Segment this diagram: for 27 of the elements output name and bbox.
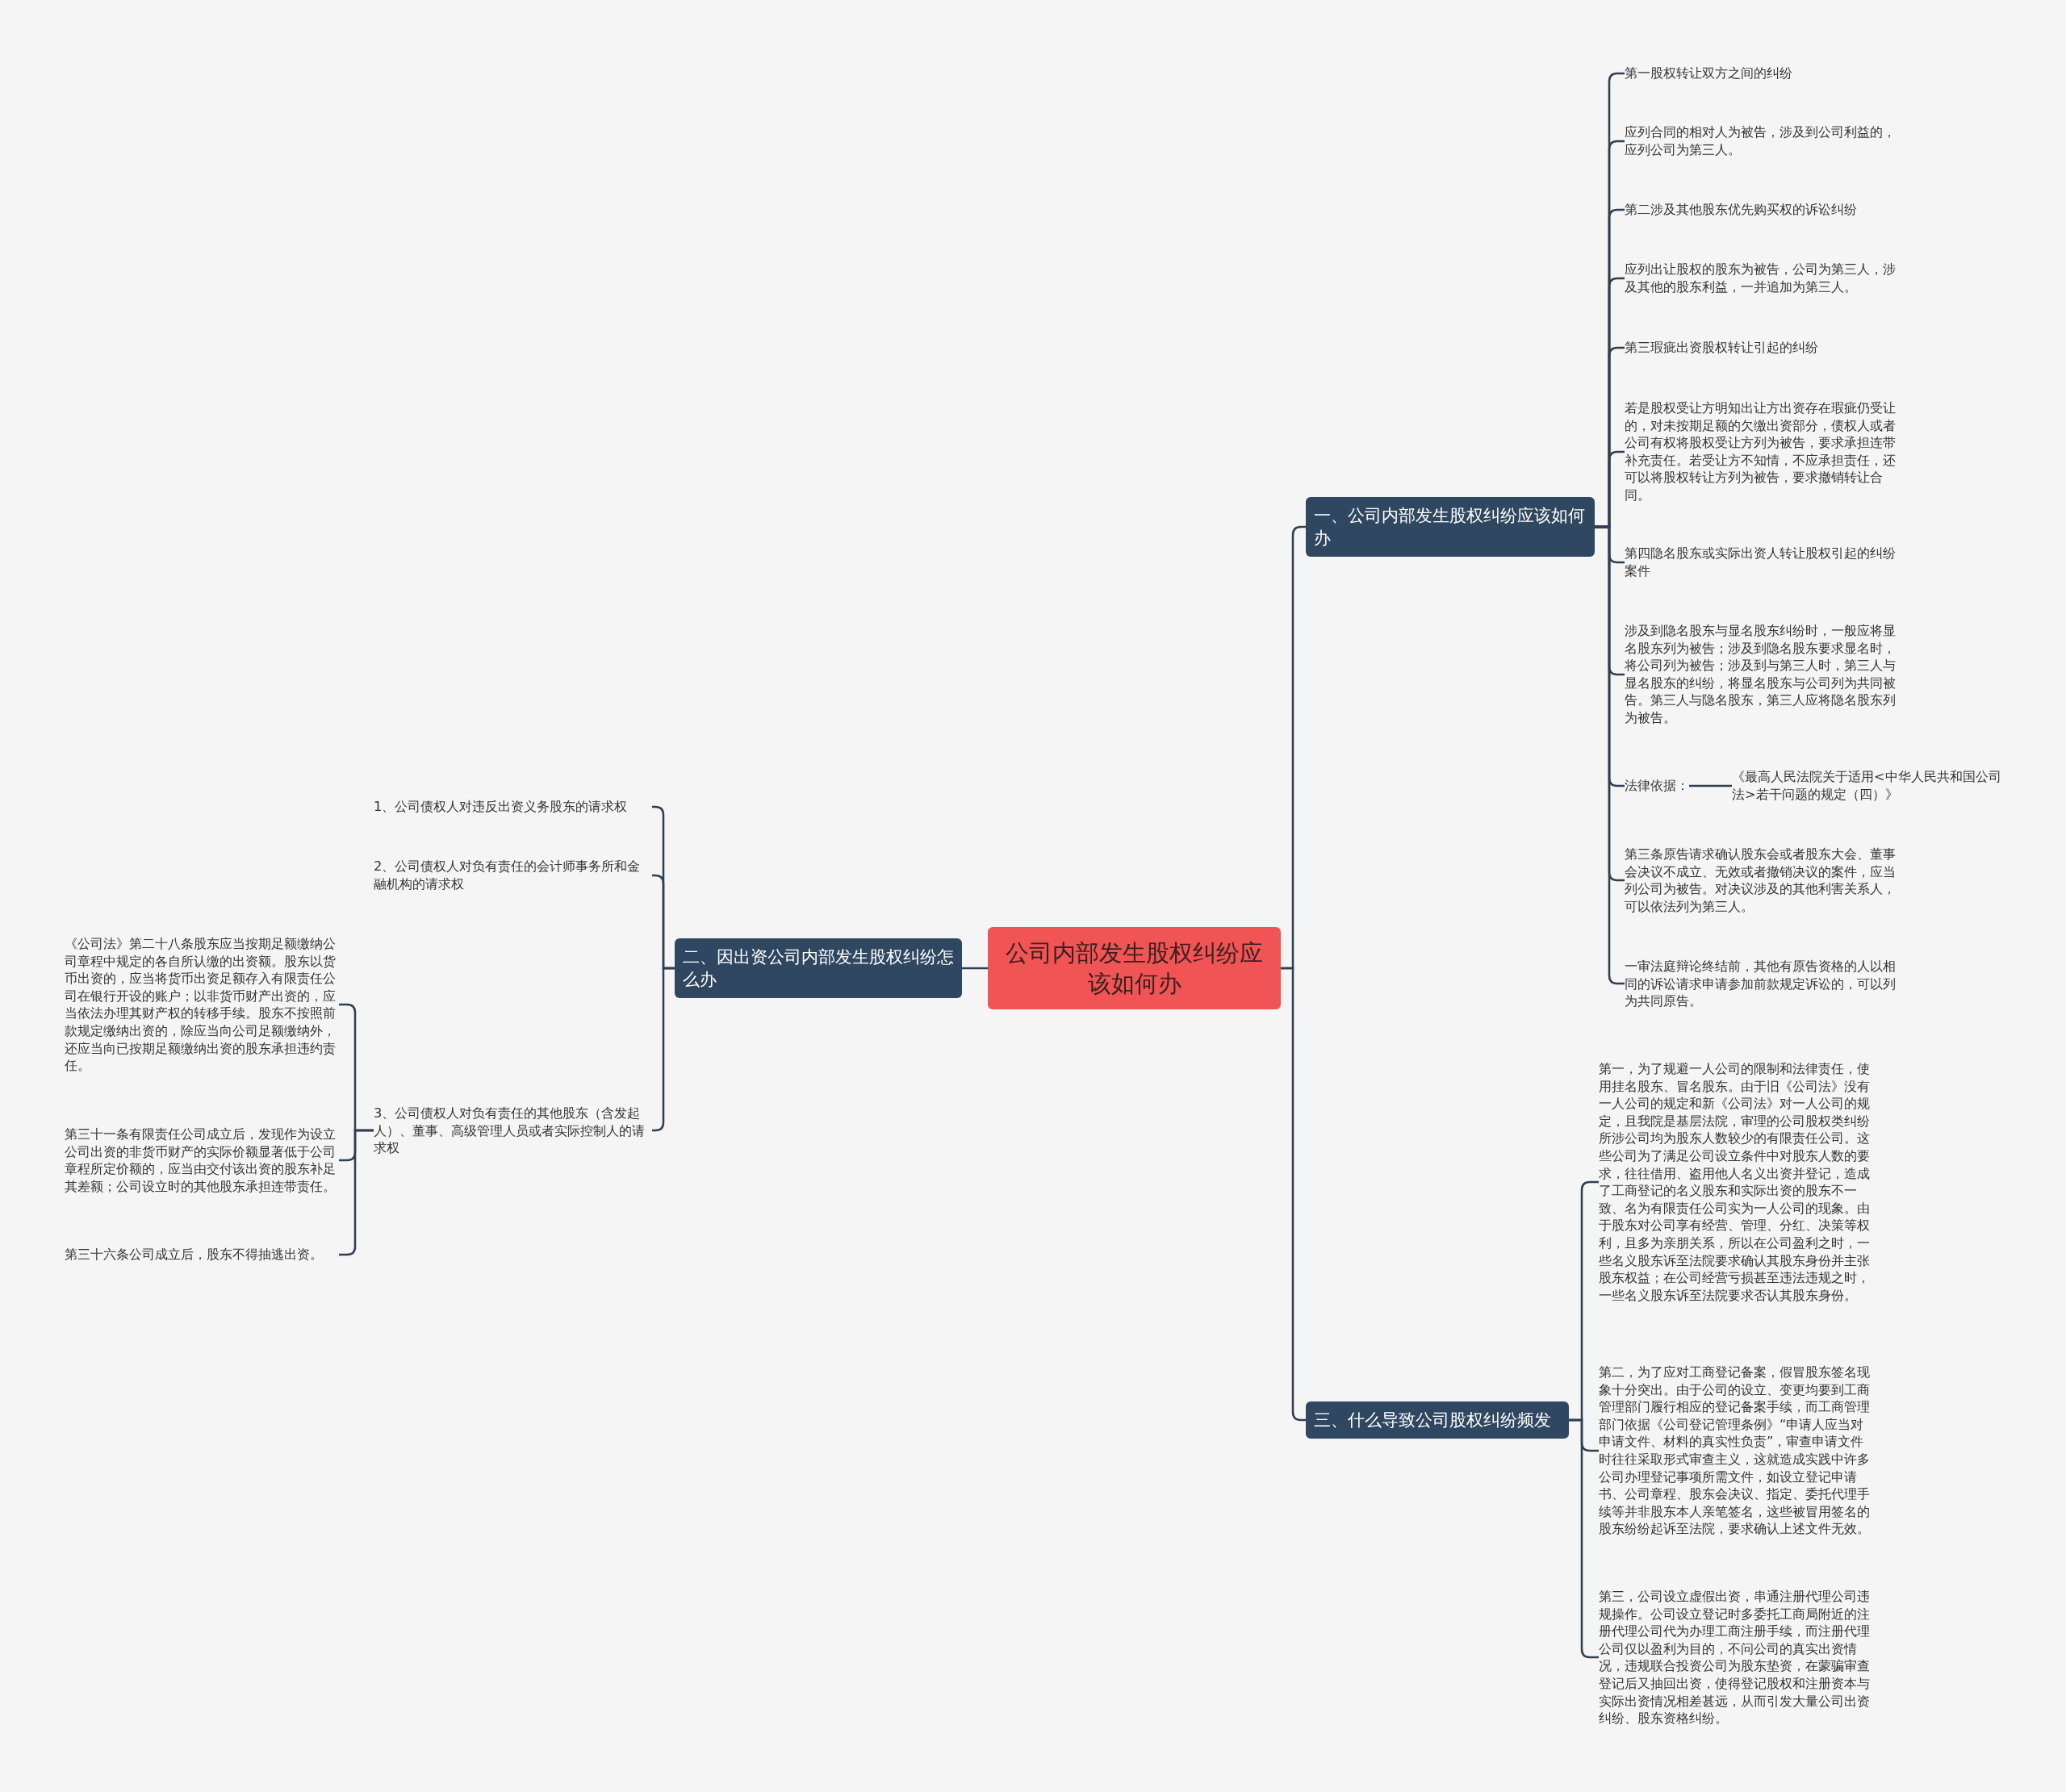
- topic-text: 第三十一条有限责任公司成立后，发现作为设立公司出资的非货币财产的实际价额显著低于公司章程所定价额的，应当由交付该出资的股东补足其差额；公司设立时的其他股东承担连带责任。: [65, 1123, 339, 1197]
- topic-text: 若是股权受让方明知出让方出资存在瑕疵仍受让的，对未按期足额的欠缴出资部分，债权人或者公司有权将股权受让方列为被告，要求承担连带补充责任。若受让方不知情，不应承担责任，还可以将股权转让方列为被告，要求撤销转让合同。: [1625, 398, 1903, 506]
- connector-line: [1689, 784, 1732, 787]
- topic-text: 第一，为了规避一人公司的限制和法律责任，使用挂名股东、冒名股东。由于旧《公司法》没有一人公司的规定和新《公司法》对一人公司的规定，且我院是基层法院，审理的公司股权类纠纷所涉公司均为股东人数较少的有限责任公司。这些公司为了满足公司设立条件中对股东人数的要求，往往借用、盗用他人名义出资并登记，造成了工商登记的名义股东和实际出资的股东不一致、名为有限责任公司实为一人公司的现象。由于股东对公司享有经营、管理、分红、决策等权利，且多为亲朋关系，所以在公司盈利之时，一些名义股东诉至法院要求确认其股东身份并主张股东权益；在公司经营亏损甚至违法违规之时，一些名义股东诉至法院要求否认其股东身份。: [1599, 1058, 1875, 1306]
- topic-text: 应列合同的相对人为被告，涉及到公司利益的，应列公司为第三人。: [1625, 122, 1903, 161]
- topic-text: 第三，公司设立虚假出资，串通注册代理公司违规操作。公司设立登记时多委托工商局附近的注册代理公司代为办理工商注册手续，而注册代理公司仅以盈利为目的，不问公司的真实出资情况，违规联合投资公司为股东垫资，在蒙骗审查登记后又抽回出资，使得登记股权和注册资本与实际出资情况相差甚远，从而引发大量公司出资纠纷、股东资格纠纷。: [1599, 1585, 1875, 1729]
- topic-text: 《公司法》第二十八条股东应当按期足额缴纳公司章程中规定的各自所认缴的出资额。股东以货币出资的，应当将货币出资足额存入有限责任公司在银行开设的账户；以非货币财产出资的，应当依法办理其财产权的转移手续。股东不按照前款规定缴纳出资的，除应当向公司足额缴纳外，还应当向已按期足额缴纳出资的股东承担违约责任。: [65, 933, 339, 1076]
- topic-box: 二、因出资公司内部发生股权纠纷怎么办: [675, 938, 962, 998]
- topic-text: 第三十六条公司成立后，股东不得抽逃出资。: [65, 1244, 339, 1265]
- topic-text: 第三瑕疵出资股权转让引起的纠纷: [1625, 337, 1903, 358]
- topic-text: 2、公司债权人对负有责任的会计师事务所和金融机构的请求权: [374, 856, 652, 895]
- topic-text: 第一股权转让双方之间的纠纷: [1625, 63, 1903, 84]
- topic-box: 三、什么导致公司股权纠纷频发: [1306, 1401, 1569, 1439]
- topic-text: 一审法庭辩论终结前，其他有原告资格的人以相同的诉讼请求申请参加前款规定诉讼的，可以列为共同原告。: [1625, 955, 1903, 1012]
- topic-text: 第二涉及其他股东优先购买权的诉讼纠纷: [1625, 199, 1903, 220]
- central-topic-box: 公司内部发生股权纠纷应该如何办: [988, 927, 1281, 1009]
- connector-line: [962, 967, 988, 970]
- topic-text: 应列出让股权的股东为被告，公司为第三人，涉及其他的股东利益，一并追加为第三人。: [1625, 259, 1903, 298]
- topic-text: 第三条原告请求确认股东会或者股东大会、董事会决议不成立、无效或者撤销决议的案件，应当列公司为被告。对决议涉及的其他利害关系人，可以依法列为第三人。: [1625, 843, 1903, 917]
- topic-text: 1、公司债权人对违反出资义务股东的请求权: [374, 796, 652, 817]
- topic-text: 3、公司债权人对负有责任的其他股东（含发起人）、董事、高级管理人员或者实际控制人的请求权: [374, 1102, 652, 1159]
- topic-text: 涉及到隐名股东与显名股东纠纷时，一般应将显名股东列为被告；涉及到隐名股东要求显名时，将公司列为被告；涉及到与第三人时，第三人与显名股东的纠纷，将显名股东与公司列为共同被告。第三人与隐名股东，第三人应将隐名股东列为被告。: [1625, 620, 1903, 729]
- topic-box: 一、公司内部发生股权纠纷应该如何办: [1306, 497, 1595, 557]
- topic-text: 法律依据：: [1625, 775, 1689, 796]
- topic-text: 第四隐名股东或实际出资人转让股权引起的纠纷案件: [1625, 543, 1903, 582]
- topic-text: 第二，为了应对工商登记备案，假冒股东签名现象十分突出。由于公司的设立、变更均要到工商管理部门履行相应的登记备案手续，而工商管理部门依据《公司登记管理条例》“申请人应当对申请文件、材料的真实性负责”，审查申请文件时往往采取形式审查主义，这就造成实践中许多公司办理登记事项所需文件，如设立登记申请书、公司章程、股东会决议、指定、委托代理手续等并非股东本人亲笔签名，这些被冒用签名的股东纷纷起诉至法院，要求确认上述文件无效。: [1599, 1362, 1875, 1539]
- topic-text: 《最高人民法院关于适用<中华人民共和国公司法>若干问题的规定（四）》: [1732, 767, 2010, 805]
